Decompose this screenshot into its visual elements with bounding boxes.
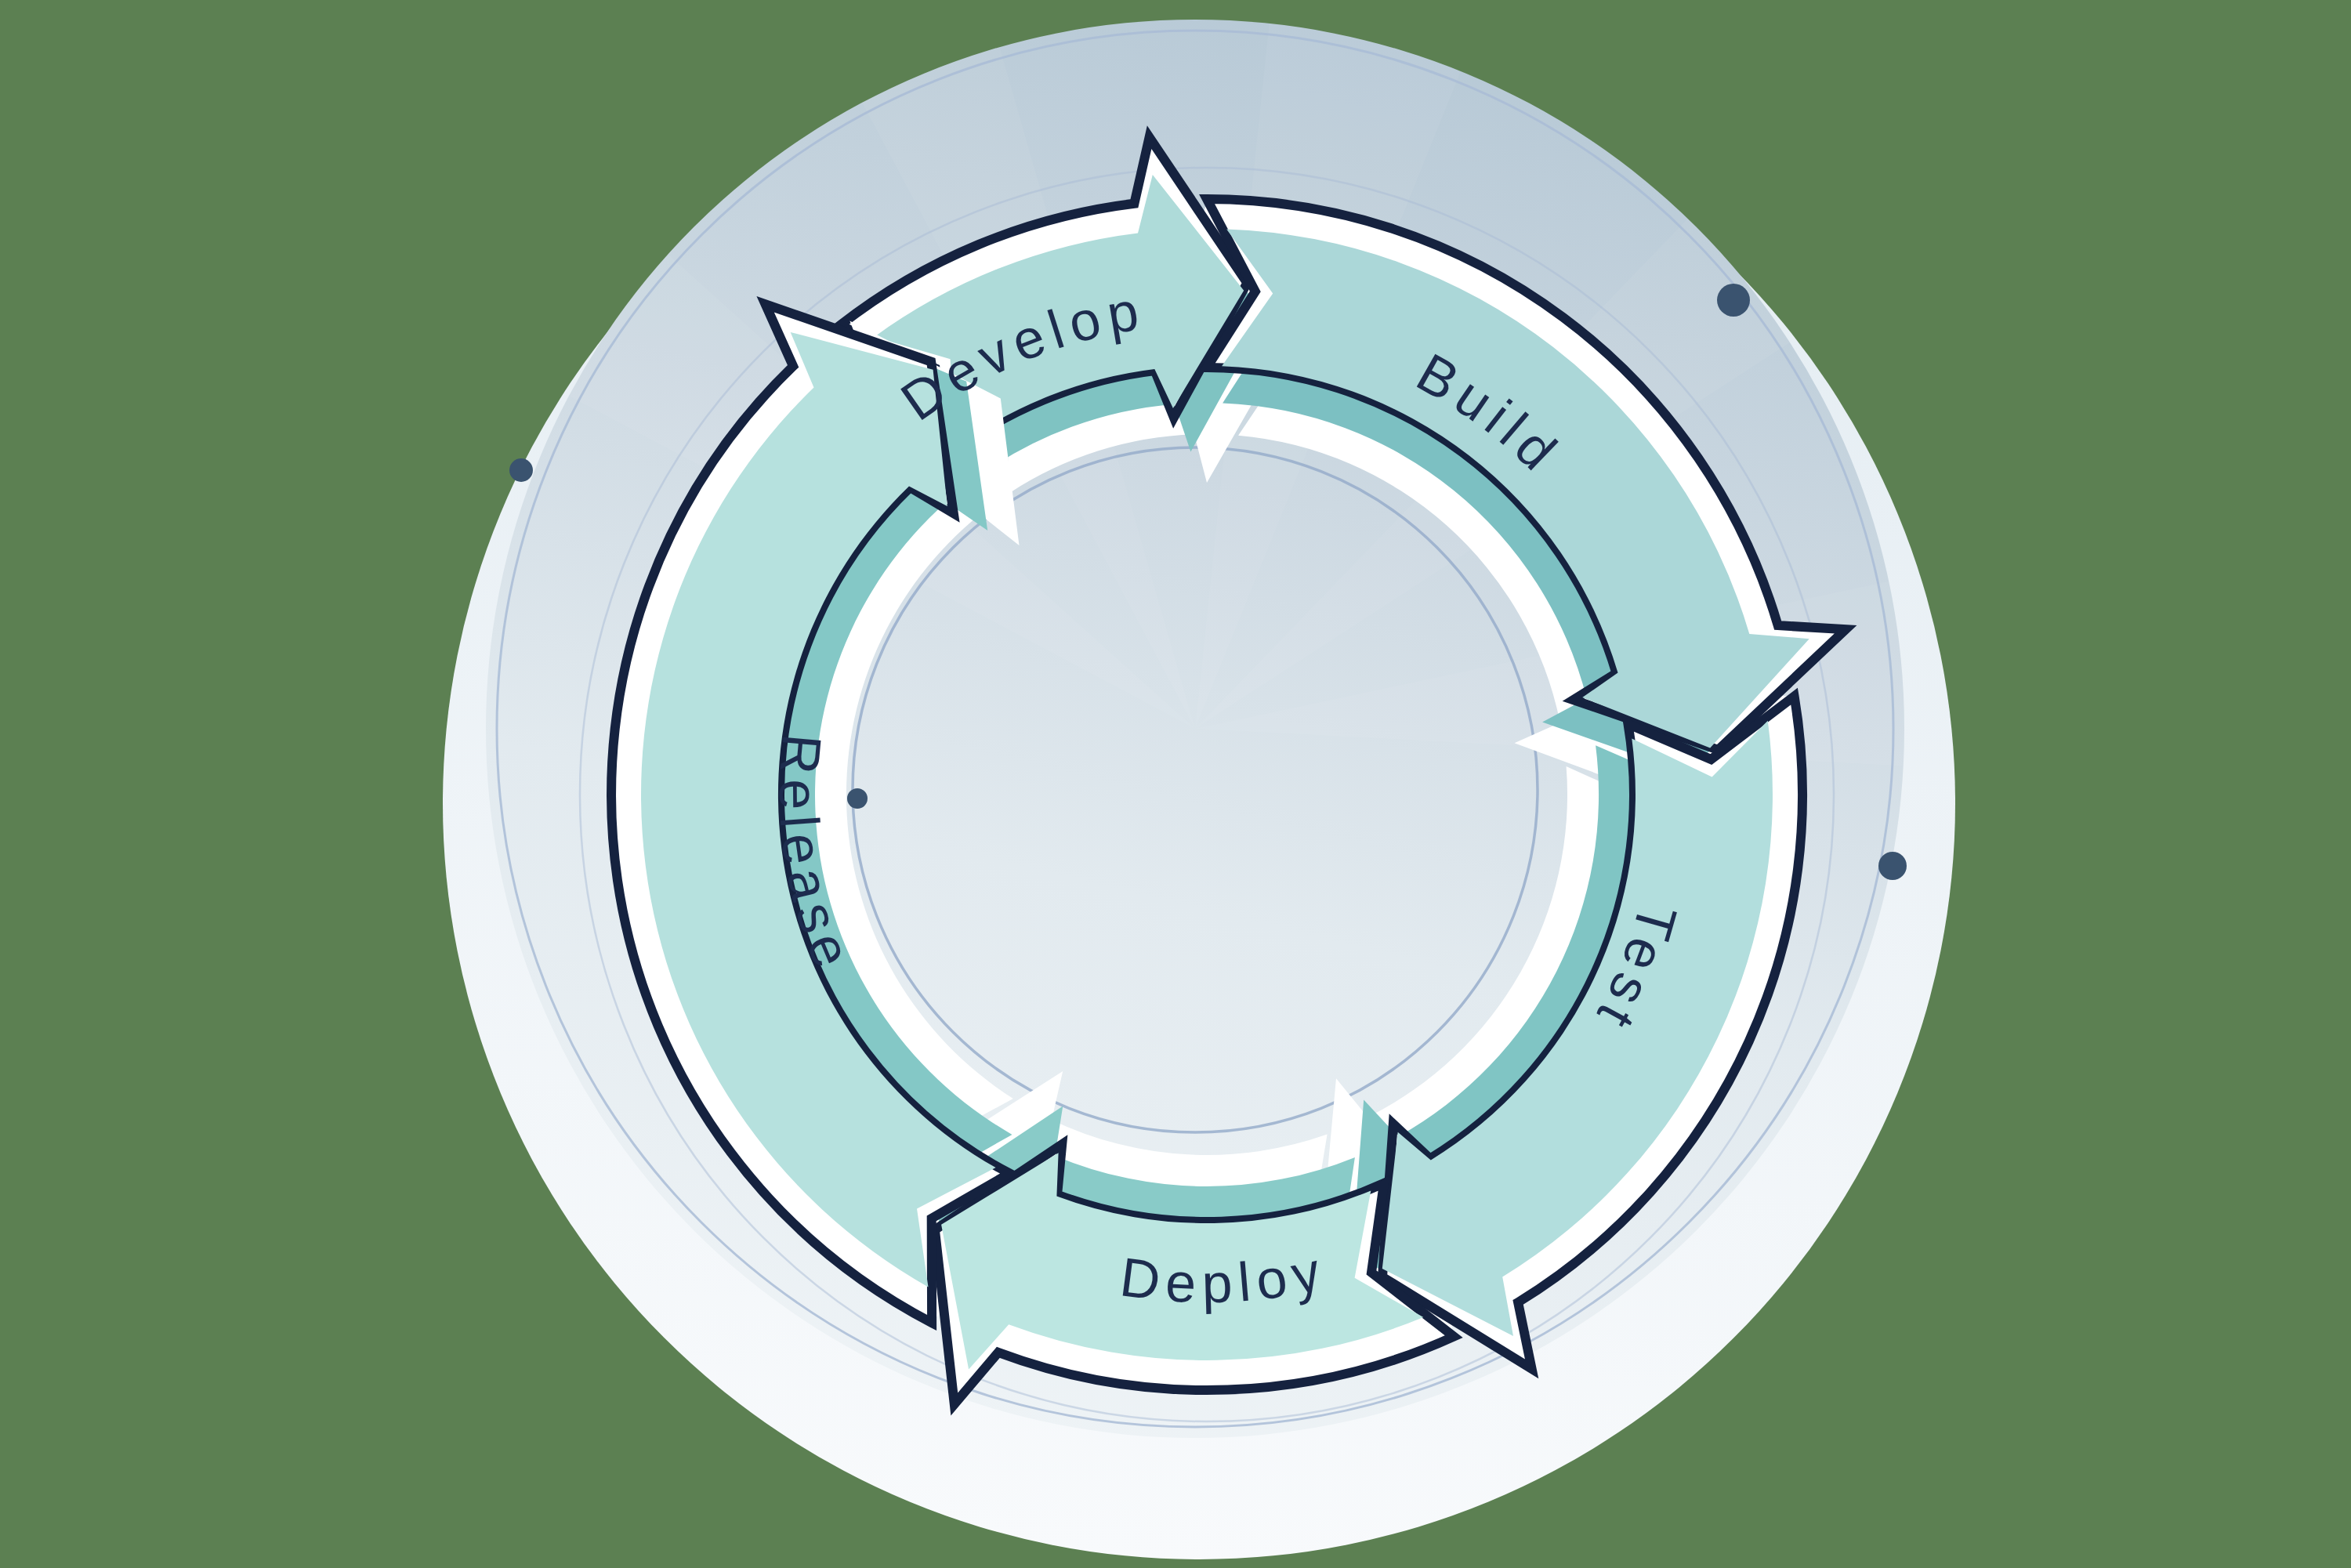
accent-dot — [1878, 852, 1907, 880]
accent-dot — [509, 458, 533, 482]
accent-dot — [847, 788, 868, 809]
accent-dot — [1717, 284, 1750, 317]
